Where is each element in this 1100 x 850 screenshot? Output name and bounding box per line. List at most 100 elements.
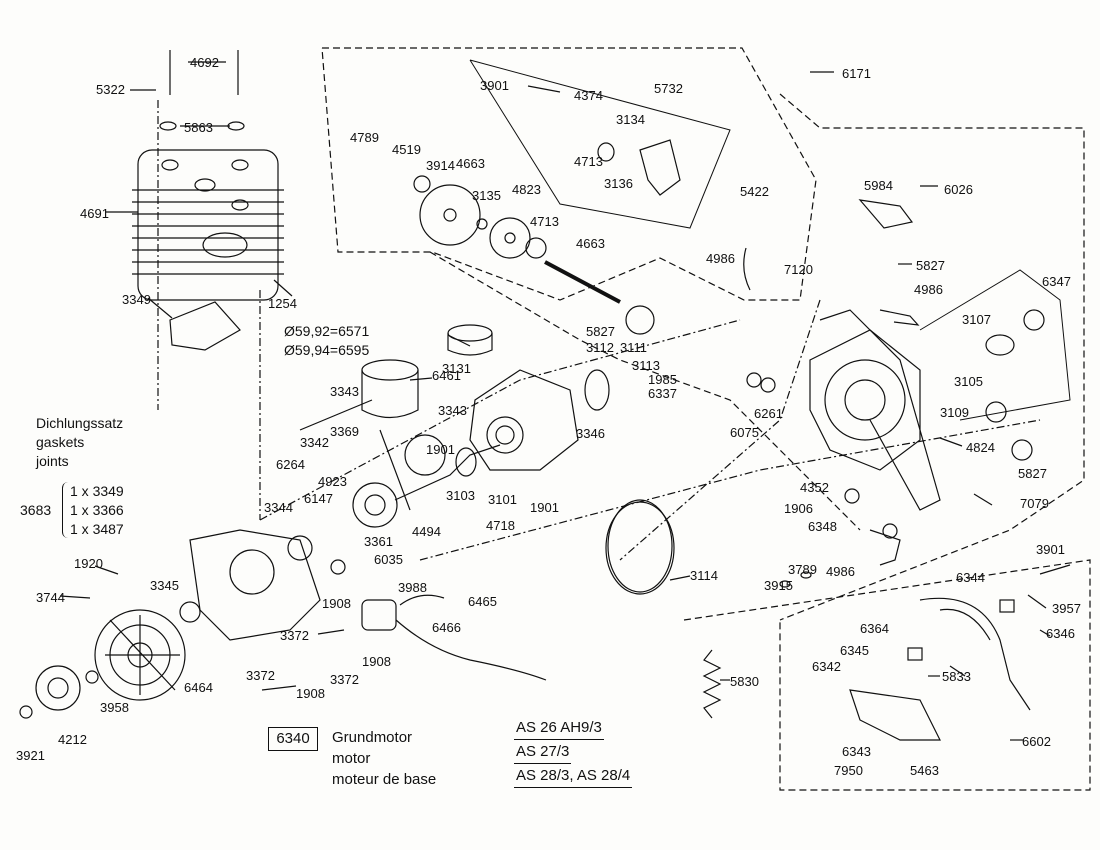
base-motor-name-fr: moteur de base	[332, 771, 437, 788]
part-label-6343: 6343	[842, 744, 871, 759]
part-label-4713: 4713	[530, 214, 559, 229]
part-label-6344: 6344	[956, 570, 985, 585]
part-label-6261: 6261	[754, 406, 783, 421]
part-label-1985: 1985	[648, 372, 677, 387]
part-label-4986: 4986	[914, 282, 943, 297]
part-label-6461: 6461	[432, 368, 461, 383]
model-item: AS 26 AH9/3	[514, 717, 604, 740]
model-item: AS 27/3	[514, 741, 572, 764]
part-label-3113: 3113	[632, 358, 660, 373]
part-label-3914: 3914	[426, 158, 455, 173]
part-label-4923: 4923	[318, 474, 347, 489]
housing-drawing	[809, 309, 1045, 511]
part-label-6347: 6347	[1042, 274, 1071, 289]
group-outline-mount	[919, 269, 1071, 421]
piston-size-2: Ø59,94=6595	[284, 342, 370, 358]
part-label-4212: 4212	[58, 732, 87, 747]
part-label-7950: 7950	[834, 763, 863, 778]
part-label-4986: 4986	[826, 564, 855, 579]
part-label-3988: 3988	[398, 580, 427, 595]
model-item: AS 28/3, AS 28/4	[514, 765, 633, 788]
flywheel-drawing	[94, 609, 186, 701]
part-label-1908: 1908	[322, 596, 351, 611]
group-outline-brake	[683, 559, 1091, 791]
part-label-3957: 3957	[1052, 601, 1081, 616]
clutch-drawing	[35, 665, 81, 711]
part-label-5422: 5422	[740, 184, 769, 199]
part-label-3901: 3901	[480, 78, 509, 93]
part-label-5463: 5463	[910, 763, 939, 778]
part-label-4519: 4519	[392, 142, 421, 157]
part-label-1908: 1908	[362, 654, 391, 669]
part-label-6465: 6465	[468, 594, 497, 609]
spring-5830-drawing	[702, 649, 722, 719]
part-label-3372: 3372	[330, 672, 359, 687]
part-label-1254: 1254	[268, 296, 297, 311]
part-label-5984: 5984	[864, 178, 893, 193]
part-label-1901: 1901	[426, 442, 455, 457]
part-label-3369: 3369	[330, 424, 359, 439]
part-label-6364: 6364	[860, 621, 889, 636]
crankcase-drawing	[469, 369, 673, 593]
part-label-3136: 3136	[604, 176, 633, 191]
part-label-6026: 6026	[944, 182, 973, 197]
part-label-6342: 6342	[812, 659, 841, 674]
group-outline-crankcase	[429, 251, 861, 531]
part-label-3135: 3135	[472, 188, 501, 203]
part-label-3342: 3342	[300, 435, 329, 450]
part-label-6171: 6171	[842, 66, 871, 81]
gasket-set-number: 3683	[20, 502, 52, 518]
part-label-3103: 3103	[446, 488, 475, 503]
gasket-title-en: gaskets	[36, 434, 85, 450]
part-label-4986: 4986	[706, 251, 735, 266]
part-label-6337: 6337	[648, 386, 677, 401]
part-label-3958: 3958	[100, 700, 129, 715]
part-label-6147: 6147	[304, 491, 333, 506]
part-label-4663: 4663	[576, 236, 605, 251]
part-label-3112: 3112	[586, 340, 614, 355]
part-label-5732: 5732	[654, 81, 683, 96]
part-label-3915: 3915	[764, 578, 793, 593]
part-label-6345: 6345	[840, 643, 869, 658]
part-label-6464: 6464	[184, 680, 213, 695]
part-label-6075: 6075	[730, 425, 759, 440]
part-label-4718: 4718	[486, 518, 515, 533]
part-label-1920: 1920	[74, 556, 103, 571]
gasket-set-title: Dichlungssatz gaskets joints	[36, 414, 123, 471]
part-label-3744: 3744	[36, 590, 65, 605]
part-label-4823: 4823	[512, 182, 541, 197]
part-label-7079: 7079	[1020, 496, 1049, 511]
piston-size-1: Ø59,92=6571	[284, 323, 370, 339]
part-label-4824: 4824	[966, 440, 995, 455]
part-label-3105: 3105	[954, 374, 983, 389]
part-label-5833: 5833	[942, 669, 971, 684]
part-label-5863: 5863	[184, 120, 213, 135]
part-label-5830: 5830	[730, 674, 759, 689]
part-label-4789: 4789	[350, 130, 379, 145]
part-label-3107: 3107	[962, 312, 991, 327]
part-label-3345: 3345	[150, 578, 179, 593]
part-label-3349: 3349	[122, 292, 151, 307]
part-label-3343: 3343	[330, 384, 359, 399]
base-motor-name-de: Grundmotor	[332, 729, 413, 746]
part-label-3134: 3134	[616, 112, 645, 127]
gasket-3349-drawing	[169, 301, 241, 351]
part-label-6346: 6346	[1046, 626, 1075, 641]
group-outline-fan	[321, 47, 817, 301]
part-label-3372: 3372	[246, 668, 275, 683]
part-label-3361: 3361	[364, 534, 393, 549]
part-label-6035: 6035	[374, 552, 403, 567]
part-label-3101: 3101	[488, 492, 517, 507]
part-label-3346: 3346	[576, 426, 605, 441]
gasket-item: 1 x 3349	[70, 483, 124, 499]
gasket-brace	[62, 482, 73, 538]
part-label-4692: 4692	[190, 55, 219, 70]
part-label-6264: 6264	[276, 457, 305, 472]
part-label-4663: 4663	[456, 156, 485, 171]
part-label-3372: 3372	[280, 628, 309, 643]
center-line-4	[419, 419, 1041, 561]
gasket-item: 1 x 3366	[70, 502, 124, 518]
part-label-1906: 1906	[784, 501, 813, 516]
